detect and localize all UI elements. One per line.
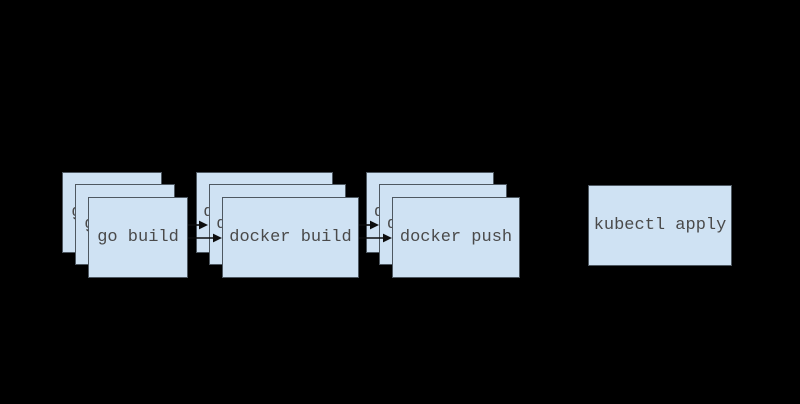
- stage-kubectl-apply: kubectl apply: [588, 185, 732, 266]
- docker-push-box-front: docker push: [392, 197, 520, 278]
- docker-push-label: docker push: [399, 228, 513, 247]
- docker-build-label: docker build: [229, 228, 352, 247]
- docker-build-box-front: docker build: [222, 197, 359, 278]
- kubectl-apply-label: kubectl apply: [593, 216, 727, 235]
- go-build-label: go build: [97, 228, 179, 247]
- go-build-box-front: go build: [88, 197, 188, 278]
